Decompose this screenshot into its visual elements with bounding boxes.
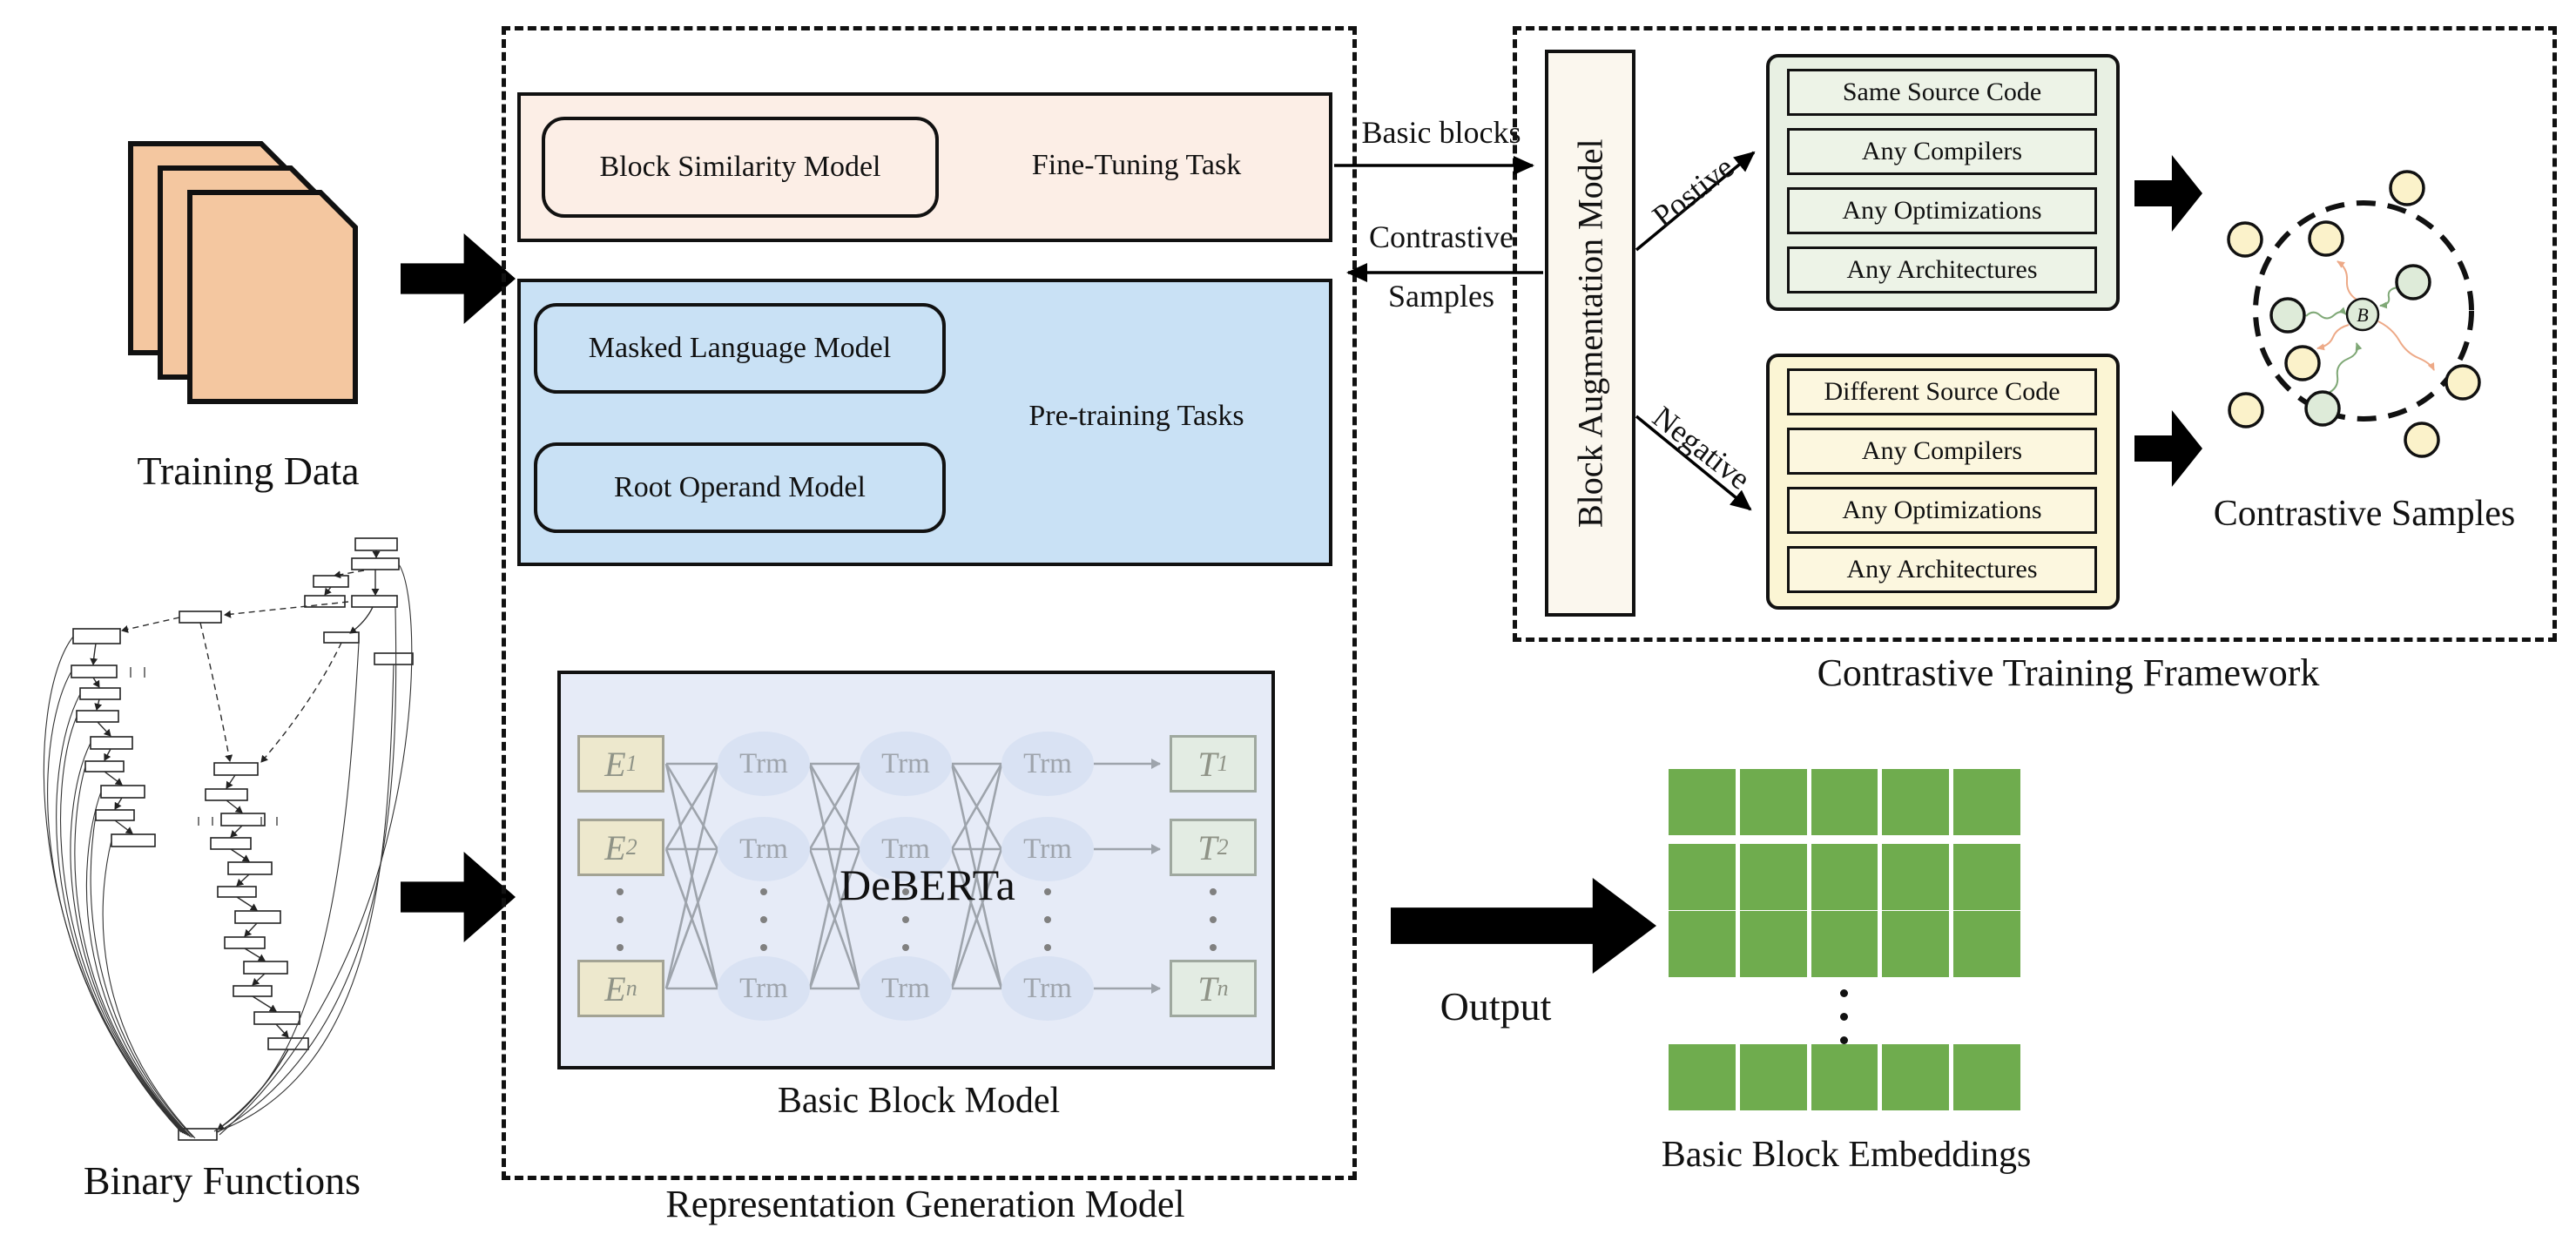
embedding-cell xyxy=(1811,911,1878,977)
positive-row-any-compilers: Any Compilers xyxy=(1787,128,2097,175)
negative-row-any-architectures: Any Architectures xyxy=(1787,546,2097,593)
trm-node-1-3: Trm xyxy=(718,956,810,1021)
pretraining-tasks-label: Pre-training Tasks xyxy=(1028,400,1244,432)
tn-label: T xyxy=(1197,968,1217,1009)
basic-block-model-label: Basic Block Model xyxy=(777,1081,1061,1121)
page-icon xyxy=(187,190,358,404)
contrastive-flow-label-line2: Samples xyxy=(1388,279,1494,314)
output-arrow-icon xyxy=(1391,878,1656,974)
embedding-cell xyxy=(1739,1044,1807,1110)
trm-node-1-1: Trm xyxy=(718,732,810,796)
trm-node-3-2: Trm xyxy=(1001,817,1094,881)
embeddings-ellipsis xyxy=(1840,989,1848,1044)
t1-label: T xyxy=(1197,744,1217,784)
trm-node-2-1: Trm xyxy=(860,732,952,796)
embedding-cell xyxy=(1739,769,1807,835)
embedding-cell xyxy=(1953,1044,2020,1110)
negative-row-any-optimizations: Any Optimizations xyxy=(1787,487,2097,534)
root-operand-model-label: Root Operand Model xyxy=(614,471,866,503)
negative-group: Different Source Code Any Compilers Any … xyxy=(1766,354,2120,610)
embeddings-row-2 xyxy=(1669,844,2020,910)
embedding-cell xyxy=(1953,769,2020,835)
embedding-cell xyxy=(1882,844,1950,910)
embeddings-row-3 xyxy=(1669,911,2020,977)
embeddings-row-4 xyxy=(1669,1044,2020,1110)
trm1-column-dots xyxy=(760,888,767,951)
embeddings-row-1 xyxy=(1669,769,2020,835)
trm-node-3-1: Trm xyxy=(1001,732,1094,796)
contrastive-samples-label: Contrastive Samples xyxy=(2213,494,2516,534)
embedding-cell xyxy=(1882,1044,1950,1110)
contrastive-framework-box xyxy=(1513,26,2557,642)
embedding-cell xyxy=(1739,844,1807,910)
t-column-dots xyxy=(1210,888,1217,951)
positive-row-any-architectures: Any Architectures xyxy=(1787,246,2097,293)
embedding-cell xyxy=(1882,769,1950,835)
training-data-pages xyxy=(128,141,358,404)
output-label: Output xyxy=(1440,984,1552,1029)
basic-blocks-label: Basic blocks xyxy=(1361,115,1521,150)
embedding-cell xyxy=(1811,1044,1878,1110)
negative-row-any-compilers: Any Compilers xyxy=(1787,428,2097,475)
training-data-label: Training Data xyxy=(137,449,360,493)
masked-language-model-label: Masked Language Model xyxy=(588,332,892,364)
embedding-cell xyxy=(1739,911,1807,977)
trm-node-2-2: Trm xyxy=(860,817,952,881)
contrastive-flow-label-line1: Contrastive xyxy=(1369,219,1514,254)
trm-node-2-3: Trm xyxy=(860,956,952,1021)
positive-row-same-source-code: Same Source Code xyxy=(1787,69,2097,116)
deberta-label: DeBERTa xyxy=(840,860,1015,909)
representation-model-label: Representation Generation Model xyxy=(665,1183,1185,1225)
trm-node-3-3: Trm xyxy=(1001,956,1094,1021)
positive-group: Same Source Code Any Compilers Any Optim… xyxy=(1766,54,2120,311)
embedding-cell xyxy=(1882,911,1950,977)
contrastive-framework-label: Contrastive Training Framework xyxy=(1817,651,2320,694)
embedding-cell xyxy=(1669,1044,1736,1110)
positive-row-any-optimizations: Any Optimizations xyxy=(1787,187,2097,234)
representation-model-box xyxy=(502,26,1357,1180)
block-augmentation-model-label: Block Augmentation Model xyxy=(1570,138,1610,528)
binary-functions-label: Binary Functions xyxy=(83,1158,361,1203)
embedding-cell xyxy=(1669,911,1736,977)
e-column-dots xyxy=(617,888,624,951)
trm-node-1-2: Trm xyxy=(718,817,810,881)
trm2-column-dots xyxy=(902,888,909,951)
block-similarity-label: Block Similarity Model xyxy=(599,151,881,183)
t2-label: T xyxy=(1197,827,1217,867)
embedding-cell xyxy=(1953,911,2020,977)
embedding-cell xyxy=(1811,844,1878,910)
e2-label: E xyxy=(604,827,626,867)
block-augmentation-model-box: Block Augmentation Model xyxy=(1545,50,1635,617)
en-label: E xyxy=(604,968,626,1009)
root-operand-model-box: Root Operand Model xyxy=(534,442,946,533)
masked-language-model-box: Masked Language Model xyxy=(534,303,946,394)
e1-label: E xyxy=(604,744,626,784)
input-arrow-bottom-icon xyxy=(401,852,516,942)
embedding-cell xyxy=(1811,769,1878,835)
embedding-cell xyxy=(1669,769,1736,835)
input-arrow-top-icon xyxy=(401,233,516,324)
negative-row-different-source-code: Different Source Code xyxy=(1787,368,2097,415)
trm3-column-dots xyxy=(1044,888,1051,951)
embedding-cell xyxy=(1669,844,1736,910)
fine-tuning-task-label: Fine-Tuning Task xyxy=(1031,149,1242,181)
basic-block-embeddings-label: Basic Block Embeddings xyxy=(1661,1135,2032,1175)
embedding-cell xyxy=(1953,844,2020,910)
block-similarity-box: Block Similarity Model xyxy=(542,117,939,218)
